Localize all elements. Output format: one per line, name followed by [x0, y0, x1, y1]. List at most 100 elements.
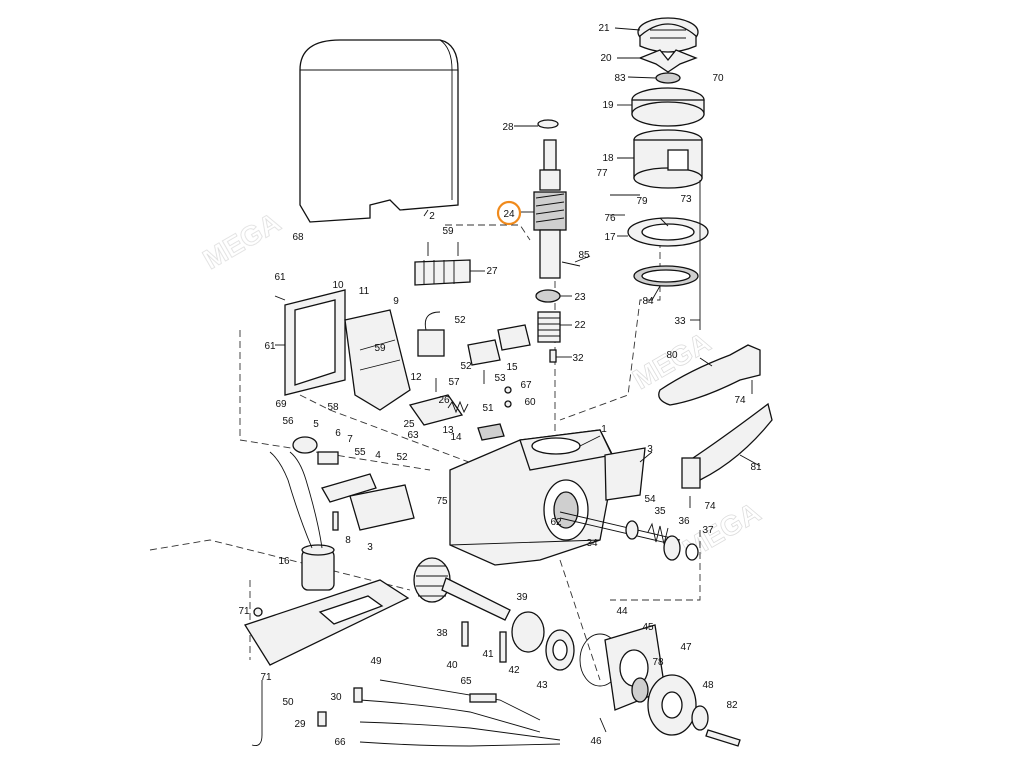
part-bearing-23	[535, 289, 561, 303]
callout-label: 71	[238, 606, 250, 617]
callout-label: 1	[601, 424, 607, 435]
callout-label: 3	[367, 542, 373, 553]
part-connector-6	[317, 451, 339, 465]
part-screws-switch	[435, 370, 512, 408]
callout-label: 74	[734, 395, 746, 406]
part-switch-12	[417, 311, 445, 357]
part-bracket-4	[321, 473, 377, 503]
part-base-plate	[244, 579, 410, 666]
callout-label: 9	[393, 296, 399, 307]
callout-label: 8	[345, 535, 351, 546]
callout-label: 54	[644, 494, 656, 505]
callout-label: 27	[486, 266, 498, 277]
callout-label: 43	[536, 680, 548, 691]
part-cover-plate-3	[349, 484, 415, 531]
callout-label: 46	[590, 736, 602, 747]
callout-label: 12	[410, 372, 422, 383]
part-key-41	[499, 631, 507, 663]
callout-label: 7	[347, 434, 353, 445]
part-ring-54	[625, 520, 639, 540]
part-screws-74	[689, 380, 753, 508]
part-plate-25	[408, 394, 464, 426]
callout-label: 23	[574, 292, 586, 303]
part-motor-stator	[633, 129, 703, 189]
callout-label: 15	[506, 362, 518, 373]
part-motor-flange	[627, 217, 709, 247]
callout-label: 33	[674, 316, 686, 327]
callout-label: 6	[335, 428, 341, 439]
part-lever-15	[467, 339, 501, 366]
part-hub-42	[511, 611, 545, 653]
part-terminal-block	[414, 259, 471, 286]
callout-label: 56	[282, 416, 294, 427]
callout-label: 84	[642, 296, 654, 307]
callout-label: 61	[274, 272, 286, 283]
callout-label: 20	[600, 53, 612, 64]
callout-label: 74	[704, 501, 716, 512]
part-release-handle-80	[658, 344, 761, 406]
part-pinion-38	[413, 557, 451, 603]
part-cap-5	[292, 436, 318, 454]
callout-label: 83	[614, 73, 626, 84]
callout-label: 26	[438, 395, 450, 406]
callout-label: 22	[574, 320, 586, 331]
part-circlip-37	[685, 543, 699, 561]
callout-label: 16	[278, 556, 290, 567]
callout-label: 19	[602, 100, 614, 111]
part-pin-85	[561, 261, 581, 267]
part-output-shaft-39	[441, 577, 511, 621]
part-wiring-harness	[359, 679, 561, 747]
part-motor-endcap	[631, 87, 705, 127]
callout-label: 85	[578, 250, 590, 261]
part-washer-48	[691, 705, 709, 731]
part-spring-22	[537, 311, 561, 343]
callout-label: 52	[396, 452, 408, 463]
part-dowel-32	[549, 349, 557, 363]
part-bush-36	[663, 535, 681, 561]
part-washer-28	[537, 119, 559, 129]
callout-label: 11	[359, 286, 370, 297]
part-drive-gear-47	[647, 674, 697, 736]
part-screw-30	[353, 687, 363, 703]
part-key-40	[461, 621, 469, 647]
callout-label: 52	[454, 315, 466, 326]
callout-label: 21	[598, 23, 610, 34]
callout-label: 5	[313, 419, 319, 430]
part-ring-78	[631, 677, 649, 703]
callout-label: 71	[260, 672, 272, 683]
part-main-housing	[449, 429, 616, 566]
callout-label: 59	[374, 343, 386, 354]
part-release-shaft	[559, 511, 681, 547]
callout-label: 78	[652, 657, 664, 668]
callout-label: 66	[334, 737, 346, 748]
part-fan-cover	[637, 17, 699, 53]
part-magnet-14	[477, 423, 505, 441]
callout-label: 73	[680, 194, 692, 205]
part-bracket-9	[344, 309, 411, 411]
part-cover	[299, 39, 459, 223]
callout-label: 63	[407, 430, 419, 441]
part-bearing-83	[655, 72, 681, 84]
callout-label: 24	[503, 209, 515, 220]
callout-label: 82	[726, 700, 738, 711]
callout-label: 48	[702, 680, 714, 691]
part-cam-arm	[497, 324, 531, 351]
callout-label: 68	[292, 232, 304, 243]
part-side-plate-3	[604, 447, 646, 501]
part-anchor-bolt	[251, 680, 263, 746]
callout-label: 3	[647, 444, 653, 455]
callout-label: 32	[572, 353, 584, 364]
callout-label: 39	[516, 592, 528, 603]
part-screw-46	[599, 717, 607, 733]
svg-text:MEGA: MEGA	[198, 206, 286, 275]
callout-label: 45	[642, 622, 654, 633]
callout-label: 38	[436, 628, 448, 639]
part-worm-shaft	[533, 139, 567, 279]
callout-label: 41	[482, 649, 494, 660]
callout-label: 28	[502, 122, 514, 133]
part-gear-cover-45	[604, 624, 666, 711]
callout-label: 29	[294, 719, 306, 730]
callout-label: 35	[654, 506, 666, 517]
callout-label: 62	[550, 517, 562, 528]
